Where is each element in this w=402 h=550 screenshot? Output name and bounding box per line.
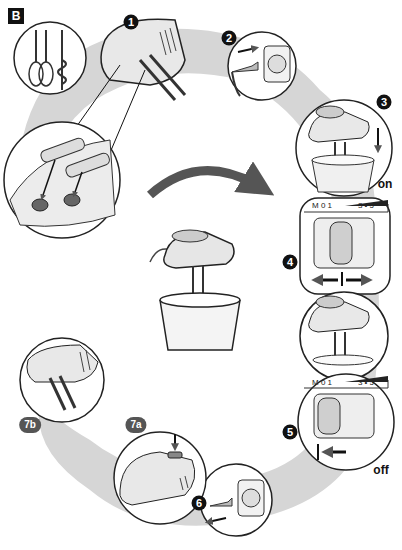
unplug	[200, 464, 272, 536]
callout-number: 7a	[125, 417, 146, 433]
socket-detail	[4, 122, 120, 238]
eject-button	[114, 432, 206, 524]
speed-switch-on	[300, 198, 390, 294]
switch-state: off	[373, 464, 388, 476]
callout-number: 4	[283, 255, 298, 270]
speed-scale: M 0 1	[312, 202, 332, 210]
speed-scale: 3 • 5	[358, 202, 374, 210]
callout-number: 6	[192, 496, 207, 511]
flow-arrow	[150, 171, 262, 195]
speed-scale: 3 • 5	[358, 379, 374, 387]
mixer-lift	[300, 292, 388, 380]
switch-state: on	[378, 178, 393, 190]
beaters-removed	[20, 338, 104, 422]
speed-scale: M 0 1	[312, 379, 332, 387]
plug-in	[228, 32, 296, 100]
mixer-into-bowl	[296, 100, 392, 196]
callout-number: 3	[377, 95, 392, 110]
callout-number: 5	[283, 425, 298, 440]
callout-number: 2	[222, 31, 237, 46]
speed-switch-off	[298, 374, 394, 470]
beaters-inset	[14, 22, 86, 94]
section-letter: B	[8, 8, 24, 24]
mixer-insert	[60, 19, 185, 200]
mixer-and-bowl	[150, 230, 240, 350]
callout-number: 1	[124, 15, 139, 30]
callout-number: 7b	[19, 417, 41, 433]
